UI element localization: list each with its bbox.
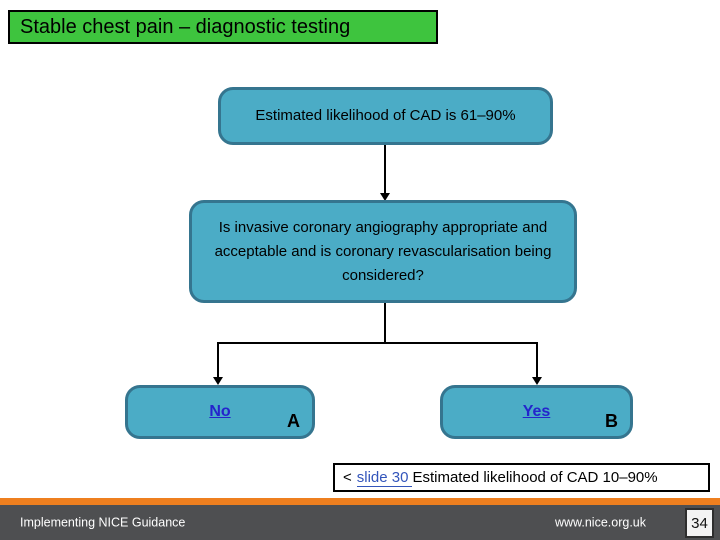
connector-horizontal bbox=[217, 342, 537, 344]
arrowhead-down-icon bbox=[532, 377, 542, 385]
slide-title: Stable chest pain – diagnostic testing bbox=[8, 10, 438, 44]
footer-bar: Implementing NICE Guidance www.nice.org.… bbox=[0, 505, 720, 540]
flow-node-question: Is invasive coronary angiography appropr… bbox=[189, 200, 577, 303]
page-number: 34 bbox=[685, 508, 714, 538]
branch-label-a: A bbox=[287, 411, 300, 431]
reference-text: Estimated likelihood of CAD 10–90% bbox=[412, 469, 658, 486]
arrowhead-down-icon bbox=[380, 193, 390, 201]
connector-stem bbox=[384, 303, 386, 343]
arrowhead-down-icon bbox=[213, 377, 223, 385]
connector-drop-right bbox=[536, 342, 538, 378]
connector-line-top bbox=[384, 145, 386, 194]
slide-30-link[interactable]: slide 30 bbox=[356, 469, 413, 487]
flow-node-no: No A bbox=[125, 385, 315, 439]
yes-link[interactable]: Yes bbox=[522, 403, 551, 420]
footer-orange-bar bbox=[0, 498, 720, 505]
no-link[interactable]: No bbox=[209, 403, 231, 420]
footer-website-text: www.nice.org.uk bbox=[554, 514, 646, 529]
connector-drop-left bbox=[217, 342, 219, 378]
footer-branding-text: Implementing NICE Guidance bbox=[20, 514, 186, 529]
flow-node-likelihood: Estimated likelihood of CAD is 61–90% bbox=[218, 87, 553, 145]
reference-prefix: < bbox=[343, 469, 352, 486]
branch-label-b: B bbox=[605, 411, 618, 431]
flow-node-yes: Yes B bbox=[440, 385, 633, 439]
